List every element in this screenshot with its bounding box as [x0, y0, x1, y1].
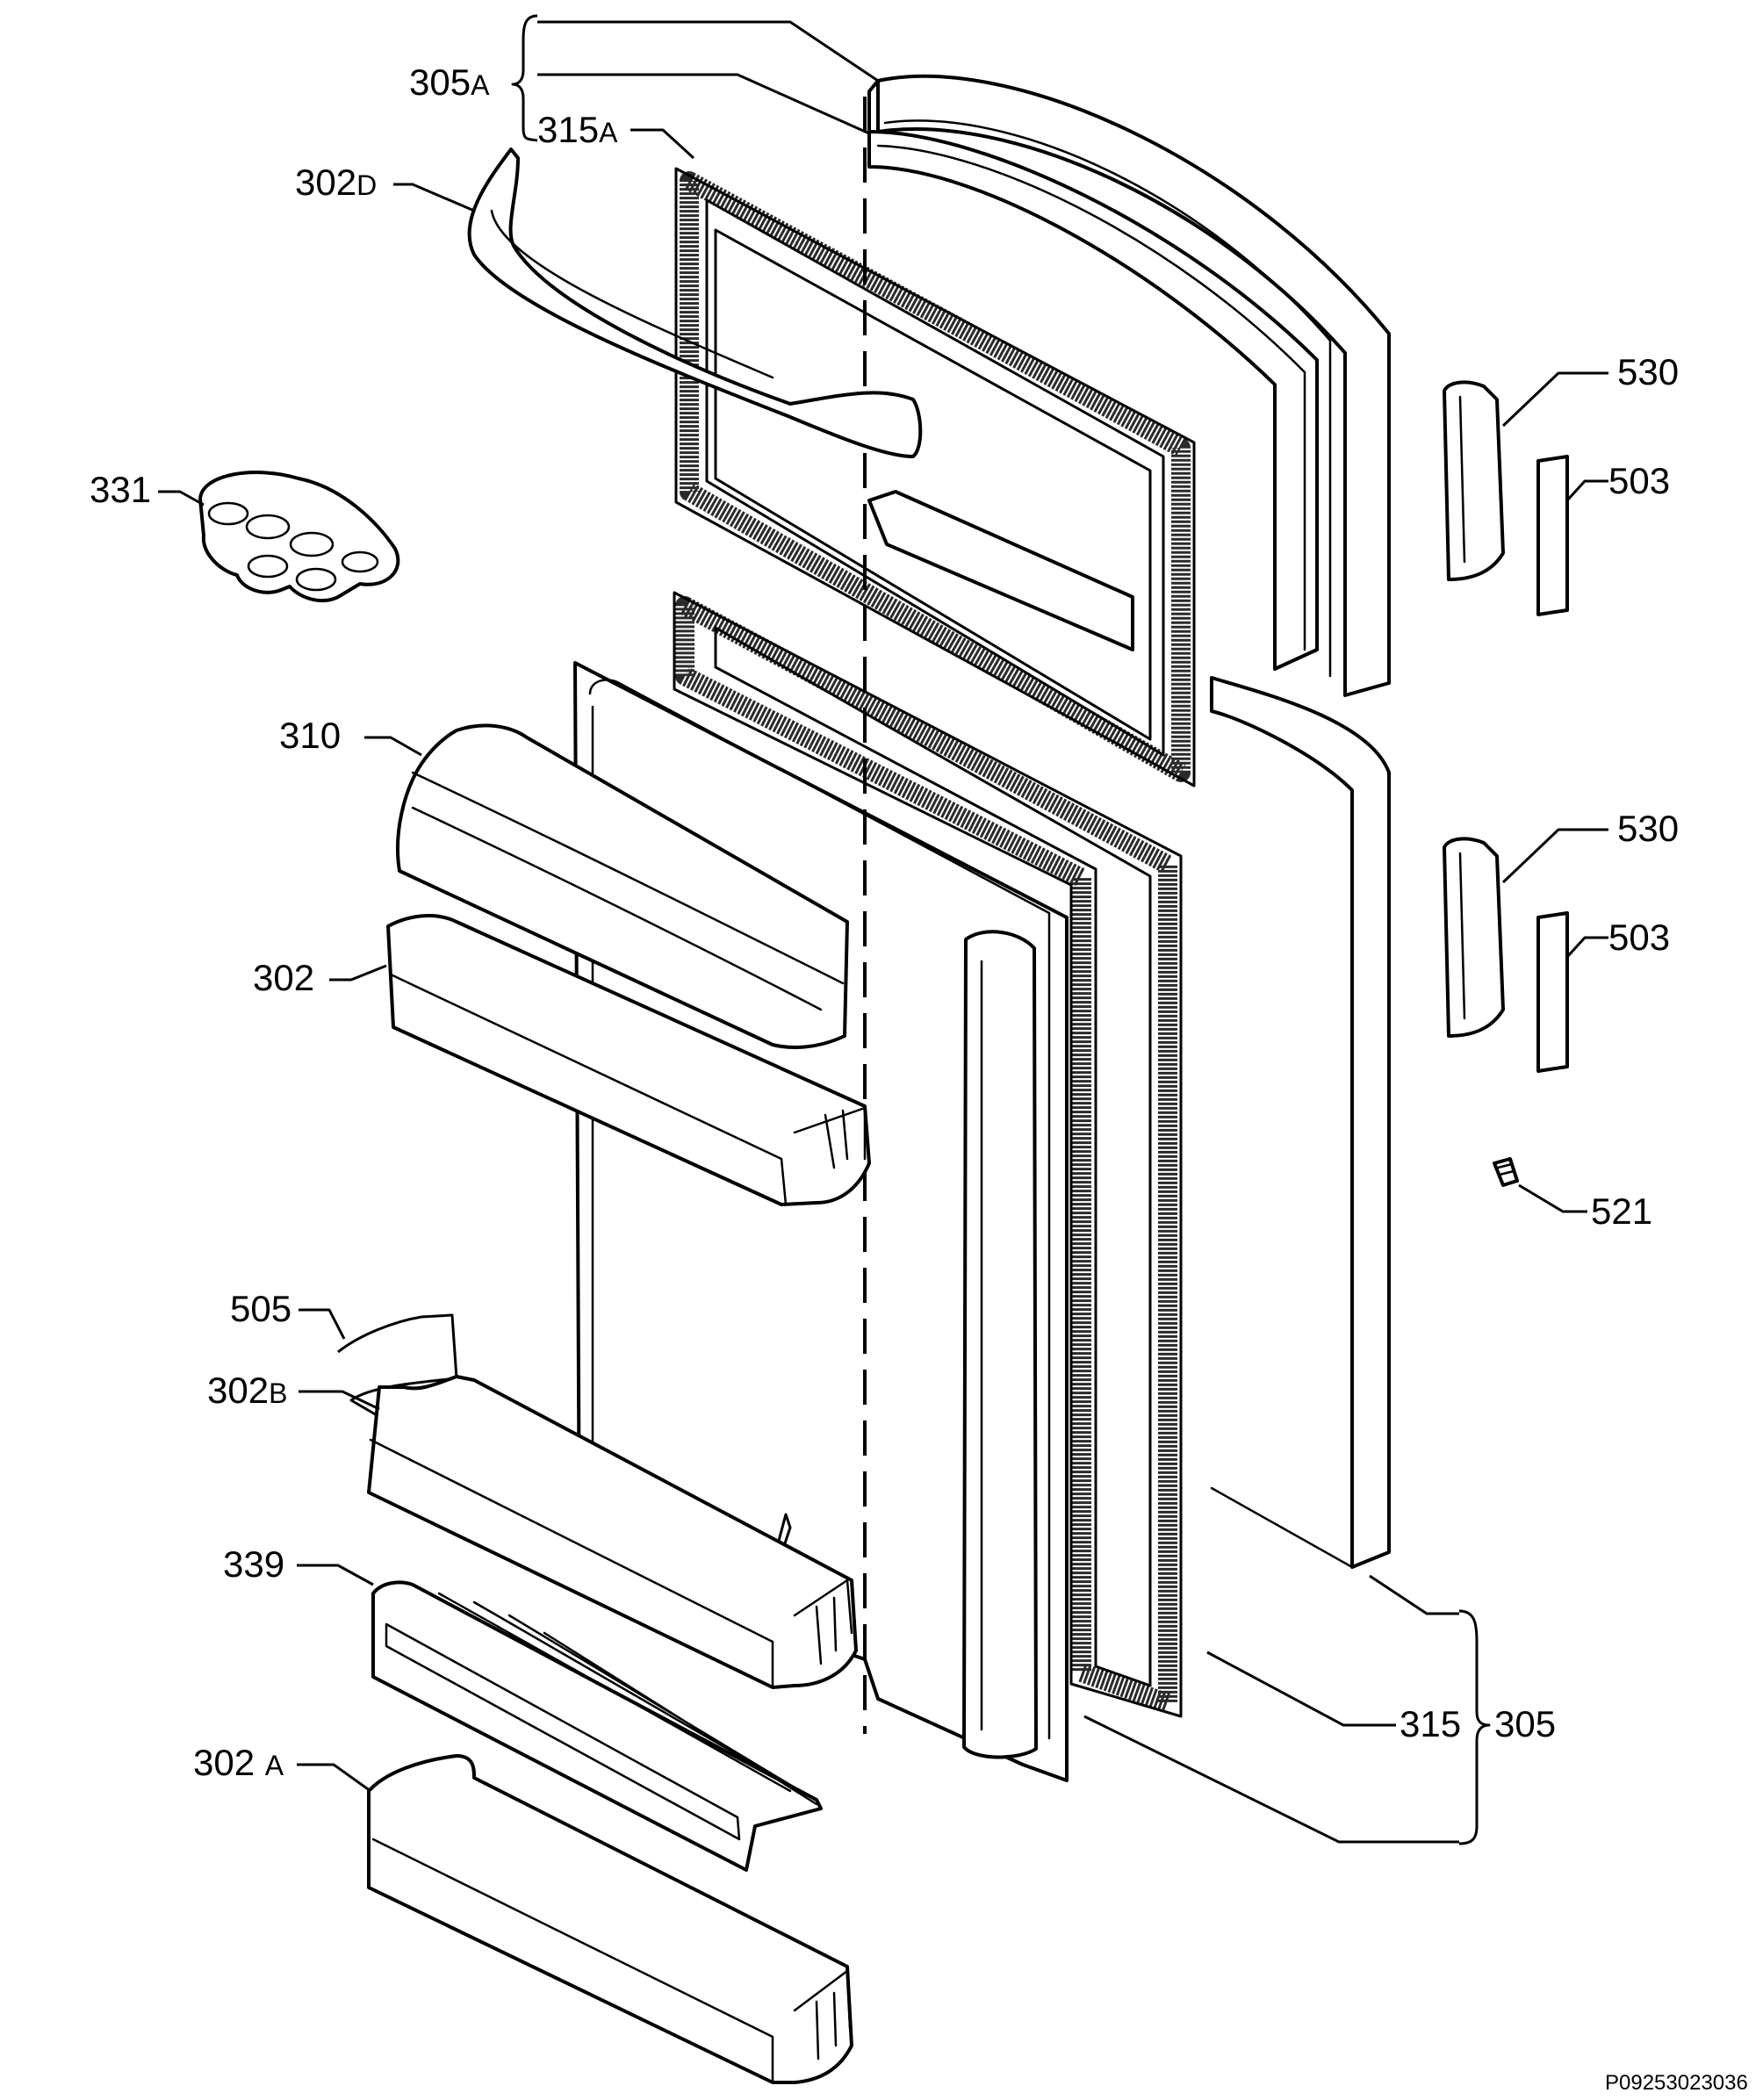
label-530-bottom: 530 [1617, 808, 1679, 849]
label-503-bottom: 503 [1608, 917, 1670, 958]
freezer-door-gasket [674, 167, 1196, 788]
label-505: 505 [230, 1288, 291, 1329]
drawing-code: P09253023036 [1605, 2071, 1748, 2095]
label-521: 521 [1591, 1190, 1652, 1232]
label-302b: 302B [207, 1370, 287, 1411]
louvered-cover [371, 1580, 823, 1872]
dairy-compartment-cover [396, 723, 849, 1049]
bottle-shelf-bottom [367, 1754, 853, 2084]
door-screw [1493, 1157, 1519, 1187]
hinge-cover-bottom [1443, 837, 1505, 1038]
label-302d: 302D [295, 162, 377, 203]
label-503-top: 503 [1608, 460, 1670, 501]
leader-lines [158, 14, 1608, 1845]
label-305: 305 [1494, 1703, 1556, 1744]
label-315: 315 [1400, 1703, 1461, 1744]
bottle-shelf-middle [367, 1375, 858, 1689]
dairy-shelf [386, 914, 871, 1206]
label-339: 339 [223, 1543, 284, 1585]
freezer-door-rail [467, 147, 923, 458]
label-302a: 302 A [193, 1742, 284, 1783]
trim-strip-bottom [1536, 911, 1569, 1073]
label-310: 310 [279, 715, 341, 756]
label-305a: 305A [409, 61, 490, 103]
label-315a: 315A [537, 109, 618, 150]
freezer-door-outer-panel [867, 74, 1391, 697]
fridge-door-outer-panel [1210, 676, 1391, 1569]
fridge-door-gasket [673, 591, 1183, 1718]
hinge-cover-top [1443, 380, 1505, 581]
freezer-door-inner-liner [867, 130, 1319, 671]
label-331: 331 [90, 469, 151, 510]
trim-strip-top [1536, 455, 1569, 616]
label-530-top: 530 [1617, 351, 1679, 392]
egg-tray [198, 471, 400, 602]
label-302: 302 [253, 957, 314, 998]
